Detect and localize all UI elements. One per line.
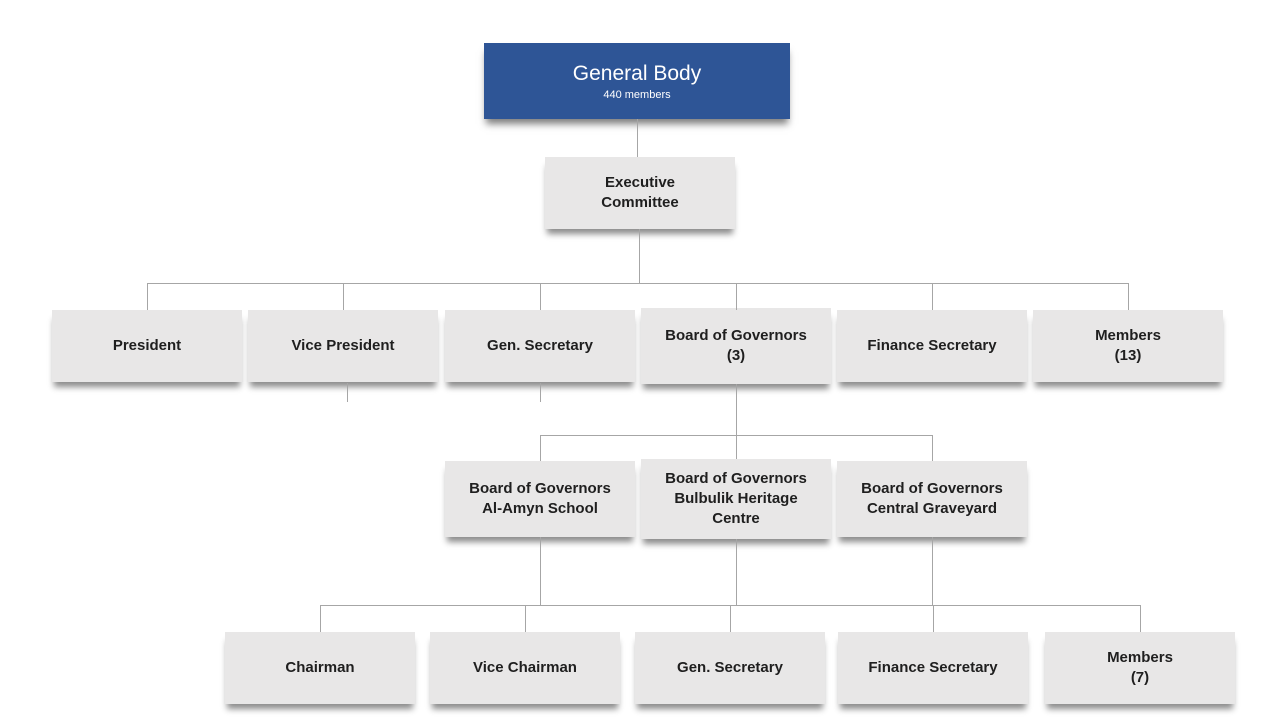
node-label: Vice Chairman: [473, 658, 577, 676]
org-node-general-body: General Body 440 members: [484, 43, 790, 119]
connector-drop-vice-president: [343, 283, 344, 310]
connector-level1-horizontal: [147, 283, 1129, 284]
connector-drop-chairman: [320, 605, 321, 632]
org-node-president: President: [52, 310, 242, 382]
connector-drop-finance-secretary: [932, 283, 933, 310]
connector-bulbulik-down: [736, 539, 737, 605]
org-node-board-gen-secretary: Gen. Secretary: [635, 632, 825, 704]
connector-central-graveyard-down: [932, 537, 933, 605]
org-node-executive-committee: Executive Committee: [545, 157, 735, 229]
connector-bog-down: [736, 384, 737, 435]
node-label: Finance Secretary: [868, 658, 998, 676]
node-label: Vice President: [291, 336, 395, 354]
org-node-finance-secretary: Finance Secretary: [837, 310, 1027, 382]
connector-stub-gen-secretary: [540, 383, 541, 402]
org-node-vice-president: Vice President: [248, 310, 438, 382]
node-label: Board of Governors (3): [665, 326, 807, 364]
node-label: Members (7): [1107, 648, 1173, 686]
node-label: Gen. Secretary: [487, 336, 593, 354]
connector-drop-central-graveyard: [932, 435, 933, 461]
connector-drop-vice-chairman: [525, 605, 526, 632]
node-label: Board of Governors Central Graveyard: [861, 479, 1003, 517]
connector-drop-members-13: [1128, 283, 1129, 310]
node-label: Finance Secretary: [867, 336, 997, 354]
org-node-members-13: Members (13): [1033, 310, 1223, 382]
node-label: President: [112, 336, 182, 354]
node-label: Members (13): [1095, 326, 1161, 364]
node-label: Board of Governors Bulbulik Heritage Cen…: [665, 469, 807, 528]
node-label: Gen. Secretary: [677, 658, 783, 676]
connector-drop-board-of-governors: [736, 283, 737, 310]
org-node-gen-secretary: Gen. Secretary: [445, 310, 635, 382]
connector-drop-al-amyn: [540, 435, 541, 461]
connector-drop-members-7: [1140, 605, 1141, 632]
connector-root-to-exec: [637, 119, 638, 157]
node-label: Chairman: [285, 658, 355, 676]
node-label: Executive Committee: [601, 173, 679, 211]
connector-al-amyn-down: [540, 537, 541, 605]
connector-drop-gen-secretary: [540, 283, 541, 310]
node-title: General Body: [572, 62, 702, 86]
connector-drop-board-gen-secretary: [730, 605, 731, 632]
org-node-bog-al-amyn-school: Board of Governors Al-Amyn School: [445, 461, 635, 537]
org-node-bog-bulbulik-heritage-centre: Board of Governors Bulbulik Heritage Cen…: [641, 459, 831, 539]
connector-drop-president: [147, 283, 148, 310]
org-node-members-7: Members (7): [1045, 632, 1235, 704]
connector-stub-vice-president: [347, 383, 348, 402]
org-node-chairman: Chairman: [225, 632, 415, 704]
org-node-bog-central-graveyard: Board of Governors Central Graveyard: [837, 461, 1027, 537]
node-label: Board of Governors Al-Amyn School: [469, 479, 611, 517]
connector-drop-bulbulik: [736, 435, 737, 459]
org-node-board-of-governors: Board of Governors (3): [641, 308, 831, 384]
connector-exec-down: [639, 229, 640, 283]
connector-drop-board-finance-secretary: [933, 605, 934, 632]
org-node-board-finance-secretary: Finance Secretary: [838, 632, 1028, 704]
org-node-vice-chairman: Vice Chairman: [430, 632, 620, 704]
node-subtitle: 440 members: [603, 88, 671, 101]
